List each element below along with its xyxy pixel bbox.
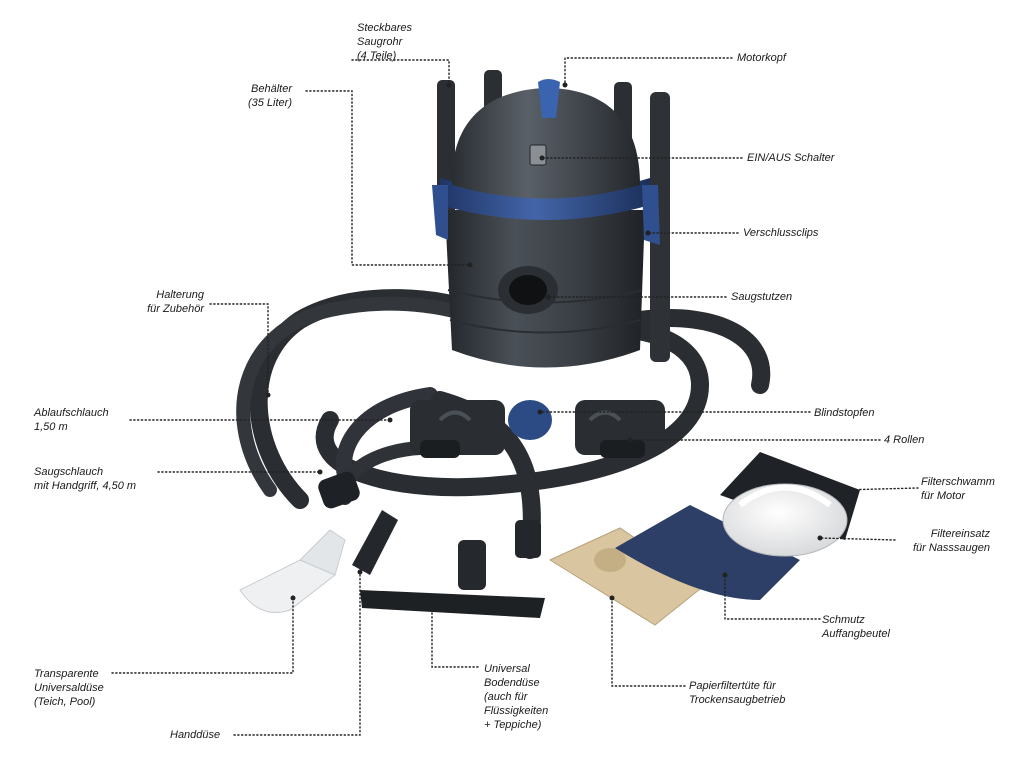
label-saugstutzen: Saugstutzen — [731, 291, 793, 303]
floor-nozzle — [360, 540, 545, 618]
crevice-nozzle — [352, 510, 398, 575]
hose-handle — [318, 471, 360, 509]
motor-head — [451, 88, 640, 199]
label-blindstopfen: Blindstopfen — [814, 407, 875, 419]
carry-handle — [538, 79, 560, 118]
transparent-nozzle — [239, 529, 346, 613]
blind-plug — [508, 400, 552, 440]
casters — [410, 400, 665, 458]
leader-dots — [265, 82, 843, 611]
label-motorkopf: Motorkopf — [737, 52, 786, 64]
label-behaelter: Behälter(35 Liter) — [247, 83, 292, 109]
power-switch — [529, 144, 547, 166]
filter-insert — [722, 483, 848, 557]
hose-end — [515, 520, 541, 558]
clip-right — [642, 185, 660, 245]
label-handduese: Handdüse — [170, 729, 221, 741]
label-ein-aus-schalter: EIN/AUS Schalter — [747, 152, 835, 164]
clip-left — [432, 185, 448, 240]
label-rollen: 4 Rollen — [884, 434, 925, 446]
leader-lines — [111, 57, 919, 736]
blue-band — [440, 178, 650, 220]
cloth-dirt-bag — [615, 505, 800, 600]
label-verschlussclips: Verschlussclips — [743, 227, 819, 239]
suction-inlet — [498, 266, 558, 314]
